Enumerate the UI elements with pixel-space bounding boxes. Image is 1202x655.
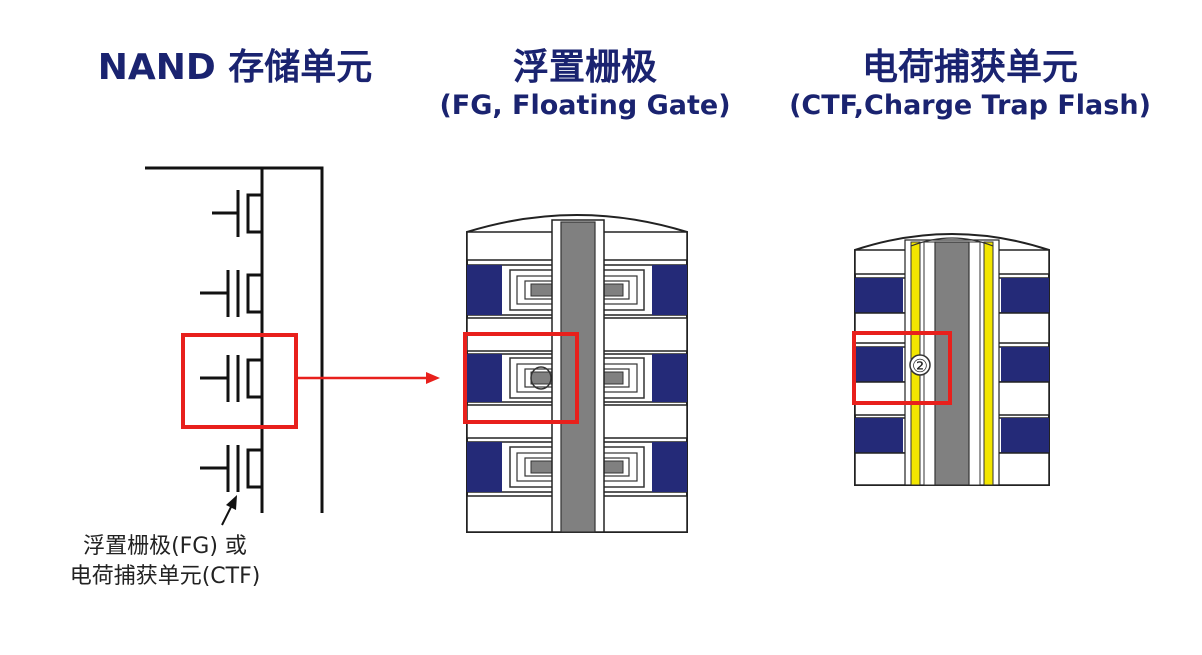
transistor-2 xyxy=(200,270,262,317)
ctf-trap-right xyxy=(983,241,994,486)
ctf-title-block: 电荷捕获单元 (CTF,Charge Trap Flash) xyxy=(760,46,1180,122)
transistor-3 xyxy=(200,355,262,402)
ctf-title: 电荷捕获单元 xyxy=(861,47,1078,88)
bit-line xyxy=(145,166,324,513)
schematic-highlight xyxy=(181,333,298,429)
fg-highlight xyxy=(463,332,579,424)
caption-line-1: 浮置栅极(FG) 或 xyxy=(83,534,247,559)
transistor-1 xyxy=(212,190,262,237)
cell-caption: 浮置栅极(FG) 或 电荷捕获单元(CTF) xyxy=(30,532,300,592)
nand-title-block: NAND 存储单元 xyxy=(40,46,430,90)
ctf-marker: ② xyxy=(912,356,928,377)
ctf-highlight xyxy=(852,331,952,405)
nand-circuit xyxy=(145,166,324,526)
fg-title: 浮置栅极 xyxy=(512,47,657,88)
fg-title-block: 浮置栅极 (FG, Floating Gate) xyxy=(420,46,750,122)
fg-marker xyxy=(530,366,552,390)
nand-title: NAND 存储单元 xyxy=(97,47,373,88)
transistor-4 xyxy=(200,445,262,492)
ctf-subtitle: (CTF,Charge Trap Flash) xyxy=(789,90,1151,121)
caption-line-2: 电荷捕获单元(CTF) xyxy=(69,564,261,589)
fg-subtitle: (FG, Floating Gate) xyxy=(439,90,731,121)
